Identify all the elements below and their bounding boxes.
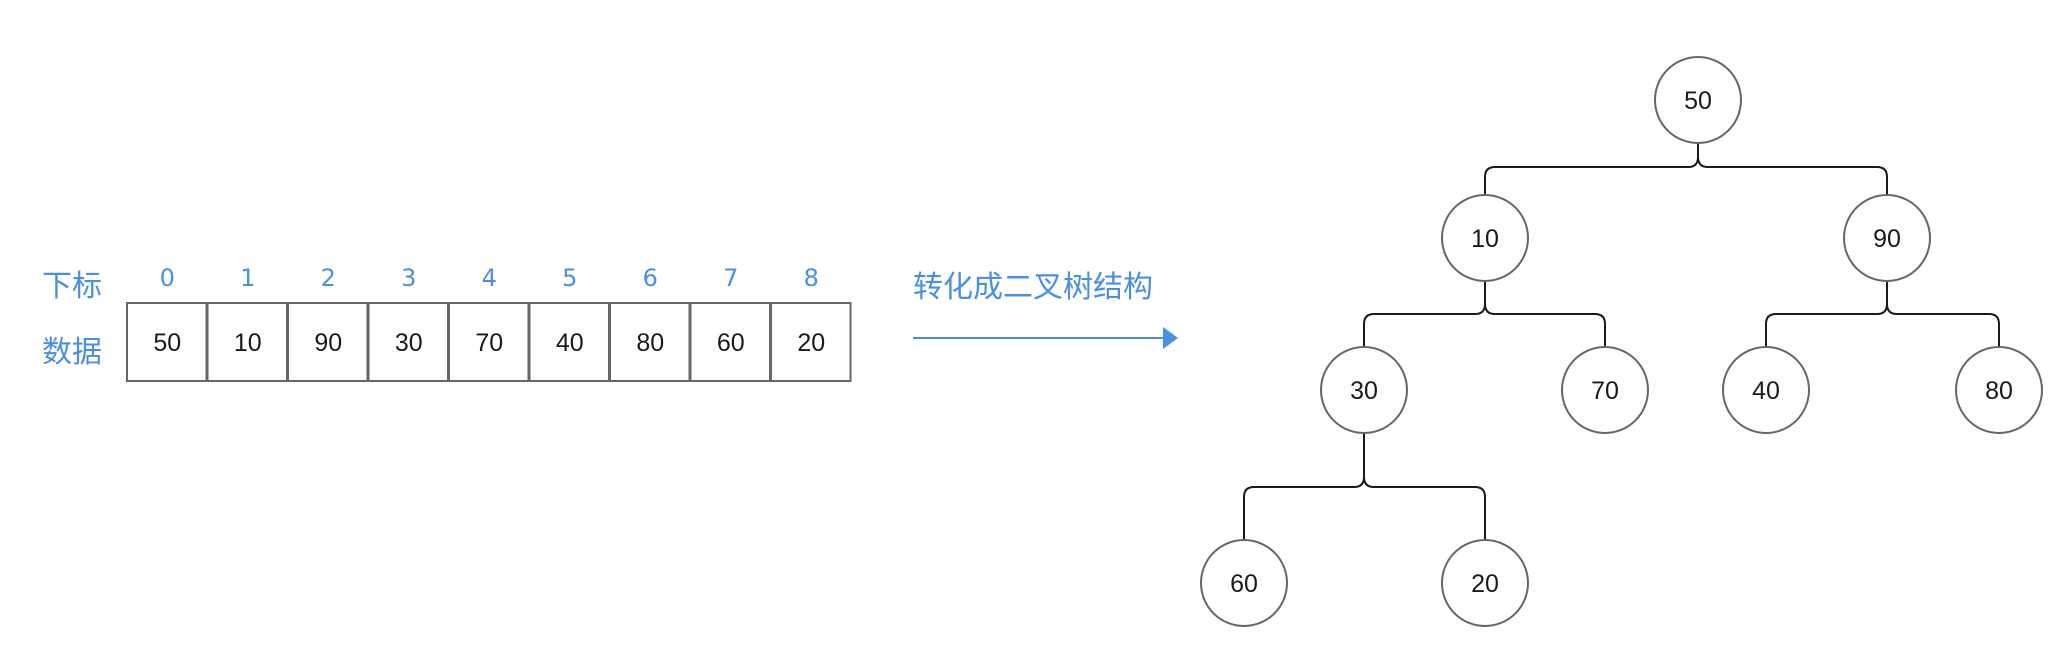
tree-node-value: 80	[1985, 377, 2013, 405]
array-index: 0	[160, 264, 175, 292]
array-cell	[770, 302, 852, 382]
array-cell-value: 20	[797, 329, 825, 357]
tree-node-value: 70	[1591, 377, 1619, 405]
array-cell	[609, 302, 691, 382]
index-row-label: 下标	[42, 269, 102, 304]
array-index: 3	[401, 264, 416, 292]
array-cell	[287, 302, 369, 382]
tree-node-value: 90	[1873, 225, 1901, 253]
tree-edge	[1484, 143, 1888, 195]
tree-node	[1722, 346, 1810, 434]
array-index: 7	[723, 264, 738, 292]
array-cell	[528, 302, 610, 382]
tree-node	[1200, 539, 1288, 627]
array-cell	[689, 302, 771, 382]
array-cell	[206, 302, 288, 382]
tree-node	[1441, 539, 1529, 627]
array-index: 8	[804, 264, 819, 292]
tree-node-value: 50	[1684, 87, 1712, 115]
transform-label: 转化成二叉树结构	[913, 270, 1153, 305]
tree-node-value: 40	[1752, 377, 1780, 405]
tree-node	[1955, 346, 2043, 434]
tree-node	[1654, 56, 1742, 144]
tree-node-value: 10	[1471, 225, 1499, 253]
data-row-label: 数据	[42, 335, 102, 370]
array-index: 2	[321, 264, 336, 292]
tree-edges	[1243, 143, 2000, 540]
array-cell-value: 50	[153, 329, 181, 357]
array-index: 6	[643, 264, 658, 292]
array-cells: 0 50 1 10 2 90 3 30 4 70 5 40 6 80 7 60 8 20	[126, 264, 852, 382]
tree-nodes: 50 10 90 30 70 40 80 60 20	[1200, 56, 2043, 627]
array-index: 4	[482, 264, 497, 292]
tree-node-value: 30	[1350, 377, 1378, 405]
tree-edge	[1363, 281, 1606, 347]
array-cell-value: 30	[395, 329, 423, 357]
array-cell	[448, 302, 530, 382]
array-index: 1	[240, 264, 255, 292]
array-cell-value: 70	[475, 329, 503, 357]
tree-node	[1320, 346, 1408, 434]
tree-node-value: 20	[1471, 570, 1499, 598]
array-index: 5	[562, 264, 577, 292]
array-cell-value: 80	[636, 329, 664, 357]
array-cell-value: 60	[717, 329, 745, 357]
array-cell-value: 40	[556, 329, 584, 357]
array-cell-value: 10	[234, 329, 262, 357]
array-cell-value: 90	[314, 329, 342, 357]
tree-node	[1561, 346, 1649, 434]
tree-edge	[1243, 433, 1486, 540]
tree-node	[1441, 194, 1529, 282]
tree-edge	[1765, 281, 2000, 347]
tree-node-value: 60	[1230, 570, 1258, 598]
tree-node	[1843, 194, 1931, 282]
array-cell	[126, 302, 208, 382]
arrow-head-icon	[1163, 327, 1178, 349]
